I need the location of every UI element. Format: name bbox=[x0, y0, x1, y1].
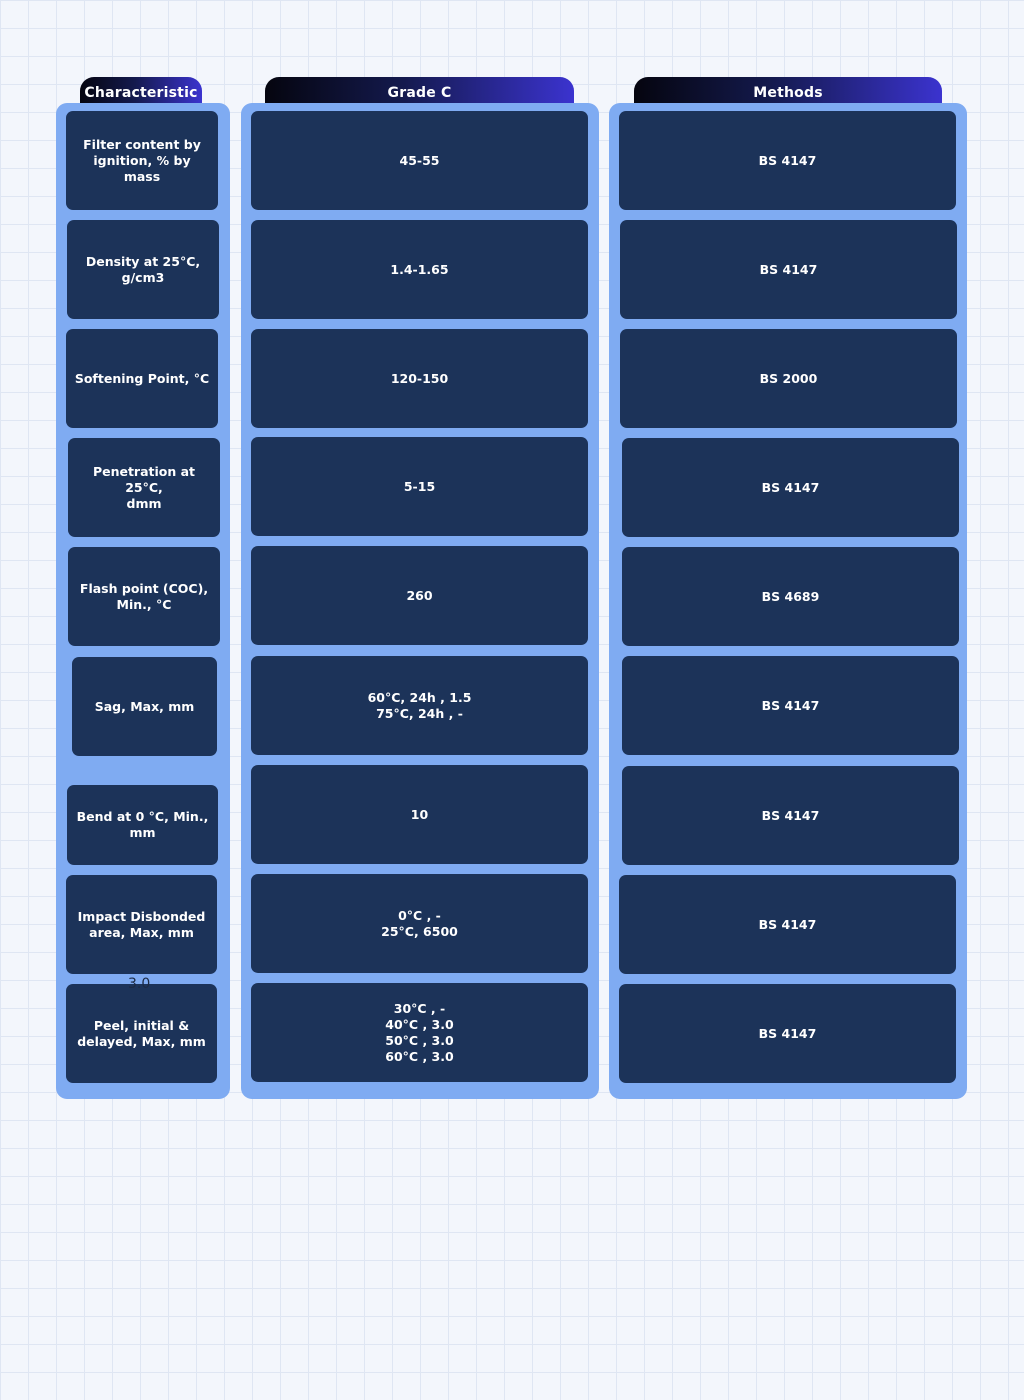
method-cell: BS 4689 bbox=[622, 547, 959, 646]
method-cell: BS 4147 bbox=[619, 984, 956, 1083]
method-cell: BS 4147 bbox=[622, 766, 959, 865]
grade-cell: 30°C , - 40°C , 3.0 50°C , 3.0 60°C , 3.… bbox=[251, 983, 588, 1082]
method-cell: BS 4147 bbox=[622, 656, 959, 755]
characteristic-cell: Penetration at 25°C, dmm bbox=[68, 438, 220, 537]
characteristic-cell: Filter content by ignition, % by mass bbox=[66, 111, 218, 210]
grade-cell: 10 bbox=[251, 765, 588, 864]
characteristic-cell: Sag, Max, mm bbox=[72, 657, 217, 756]
header-methods: Methods bbox=[634, 77, 942, 104]
characteristic-cell: Bend at 0 °C, Min., mm bbox=[67, 785, 218, 865]
characteristic-cell: Softening Point, °C bbox=[66, 329, 218, 428]
grade-cell: 260 bbox=[251, 546, 588, 645]
header-grade: Grade C bbox=[265, 77, 574, 104]
characteristic-cell: Flash point (COC), Min., °C bbox=[68, 547, 220, 646]
grade-cell: 60°C, 24h , 1.5 75°C, 24h , - bbox=[251, 656, 588, 755]
characteristic-cell: Density at 25°C, g/cm3 bbox=[67, 220, 219, 319]
method-cell: BS 4147 bbox=[619, 111, 956, 210]
grade-cell: 120-150 bbox=[251, 329, 588, 428]
method-cell: BS 2000 bbox=[620, 329, 957, 428]
method-cell: BS 4147 bbox=[622, 438, 959, 537]
method-cell: BS 4147 bbox=[620, 220, 957, 319]
grade-cell: 5-15 bbox=[251, 437, 588, 536]
characteristic-cell: Impact Disbonded area, Max, mm bbox=[66, 875, 217, 974]
header-characteristic: Characteristic bbox=[80, 77, 202, 104]
method-cell: BS 4147 bbox=[619, 875, 956, 974]
grade-cell: 1.4-1.65 bbox=[251, 220, 588, 319]
grade-cell: 45-55 bbox=[251, 111, 588, 210]
characteristic-cell: Peel, initial & delayed, Max, mm bbox=[66, 984, 217, 1083]
grade-cell: 0°C , - 25°C, 6500 bbox=[251, 874, 588, 973]
stray-value-text: 3.0 bbox=[128, 976, 151, 992]
